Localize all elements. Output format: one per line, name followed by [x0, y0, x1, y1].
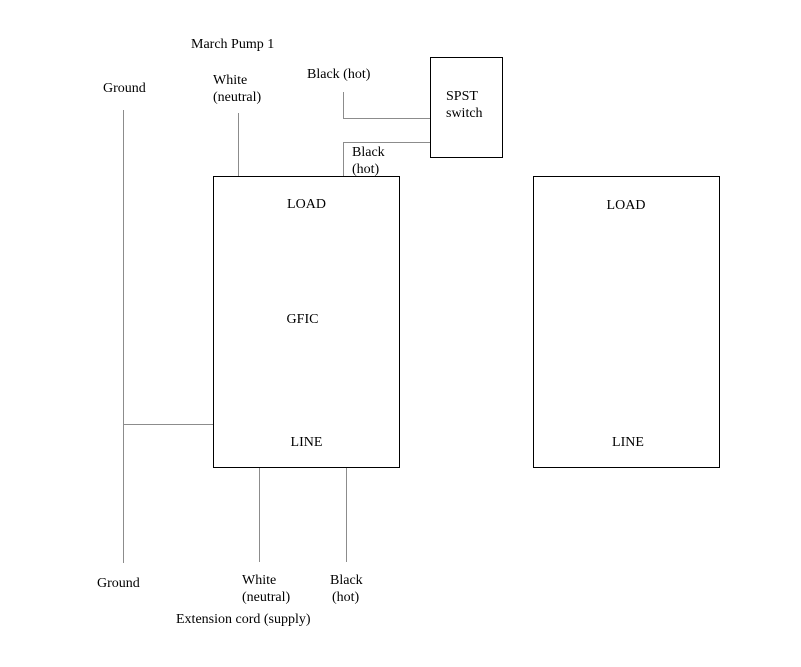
bottom-black-hot-label: (hot) [332, 590, 360, 605]
spst-switch-box [430, 57, 503, 158]
top-black-hot-label: Black (hot) [307, 67, 371, 82]
second-outlet-box [533, 176, 720, 468]
gfic-box [213, 176, 400, 468]
gfic-center-label: GFIC [287, 312, 319, 327]
top-white-label: White [213, 73, 247, 88]
bottom-white-label: White [242, 573, 276, 588]
extension-cord-caption: Extension cord (supply) [176, 612, 311, 627]
second-outlet-load-label: LOAD [607, 198, 646, 213]
bottom-white-neutral-label: (neutral) [242, 590, 291, 605]
switch-black-label: Black [352, 145, 385, 160]
switch-black-hot-label: (hot) [352, 162, 380, 177]
top-white-neutral-label: (neutral) [213, 90, 262, 105]
switch-label-line1: SPST [446, 89, 478, 104]
switch-label-line2: switch [446, 106, 483, 121]
top-ground-label: Ground [103, 81, 146, 96]
switch-output-hot-wire [343, 142, 430, 177]
gfic-line-label: LINE [291, 435, 323, 450]
bottom-black-label: Black [330, 573, 363, 588]
gfic-load-label: LOAD [287, 197, 326, 212]
switch-input-hot-wire [343, 92, 430, 119]
second-outlet-line-label: LINE [612, 435, 644, 450]
bottom-ground-label: Ground [97, 576, 140, 591]
diagram-title: March Pump 1 [191, 37, 274, 52]
